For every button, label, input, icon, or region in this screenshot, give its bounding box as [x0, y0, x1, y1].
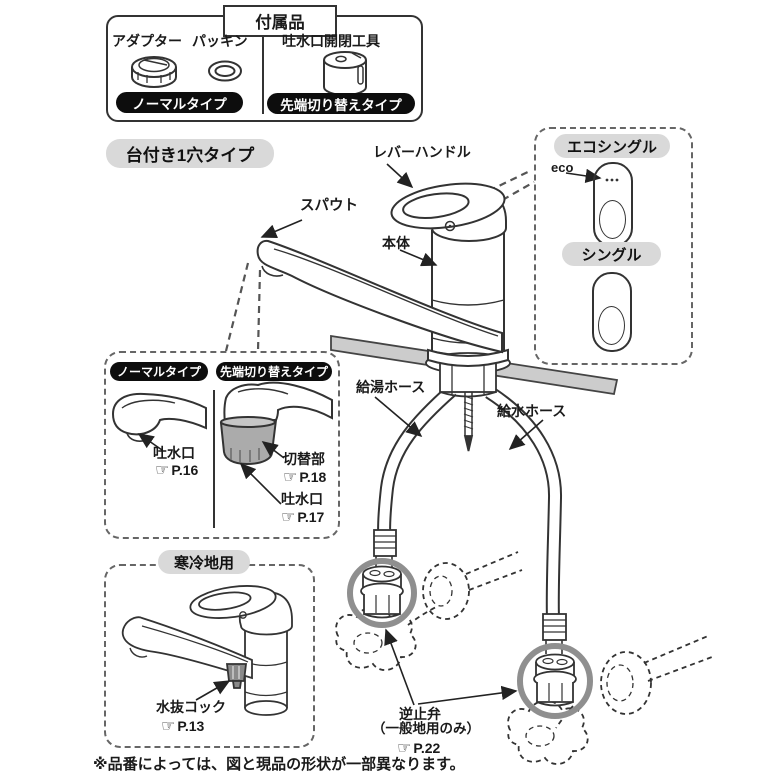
hot-water-hose: [377, 384, 457, 541]
drain-cock-label: 水抜コック: [156, 699, 226, 715]
normal-type-badge: ノーマルタイプ: [116, 92, 243, 113]
check-valve-label: 逆止弁: [399, 706, 441, 722]
handle-type-box: [534, 127, 693, 365]
right-valve-highlight-circle: [517, 643, 593, 719]
lever-handle-label: レバーハンドル: [373, 144, 471, 160]
eco-single-label: エコシングル: [554, 134, 670, 158]
cold-hose-label: 給水ホース: [497, 403, 567, 419]
detail-switch-badge-text: 先端切り替えタイプ: [219, 365, 328, 379]
check-valve-ref: ☞P.22: [397, 738, 440, 758]
body-label: 本体: [382, 235, 410, 251]
page-ref-icon: ☞: [155, 462, 170, 479]
drain-cock-ref-text: P.13: [177, 718, 205, 734]
accessories-divider: [262, 34, 264, 114]
cold-region-box: [104, 564, 315, 748]
eco-single-label-text: エコシングル: [566, 138, 657, 156]
detail-normal-badge: ノーマルタイプ: [110, 362, 208, 381]
detail-connector-lines: [224, 169, 535, 352]
switch-part-ref: ☞P.18: [283, 467, 326, 487]
adapter-illustration: [131, 56, 177, 88]
single-label-text: シングル: [581, 246, 642, 264]
tool-label: 吐水口開閉工具: [282, 33, 380, 49]
packing-label: パッキン: [192, 33, 248, 49]
page-ref-icon: ☞: [281, 509, 296, 526]
left-valve-highlight-circle: [347, 558, 417, 628]
switch-outlet-ref-text: P.17: [297, 509, 325, 525]
deck-type-label-text: 台付き1穴タイプ: [125, 146, 255, 165]
cold-region-label-text: 寒冷地用: [173, 554, 234, 572]
main-faucet-illustration: [256, 182, 509, 367]
spout-label: スパウト: [300, 198, 358, 214]
tool-illustration: [323, 51, 367, 96]
page-ref-icon: ☞: [283, 469, 298, 486]
check-valve-note: （一般地用のみ）: [372, 721, 480, 736]
left-check-valve: [360, 565, 404, 619]
spout-detail-divider: [213, 390, 215, 528]
normal-outlet-ref: ☞P.16: [155, 460, 198, 480]
accessories-title: 付属品: [223, 5, 337, 37]
switch-type-badge: 先端切り替えタイプ: [267, 93, 415, 114]
single-handle-oval: [598, 306, 625, 345]
normal-outlet-ref-text: P.16: [171, 462, 199, 478]
hose-fittings: [373, 529, 567, 654]
accessories-title-text: 付属品: [255, 14, 305, 32]
cold-region-faucet-illustration: [121, 585, 293, 716]
deck-type-label: 台付き1穴タイプ: [106, 139, 274, 168]
switch-part-ref-text: P.18: [299, 469, 327, 485]
label-arrows: [137, 163, 602, 706]
single-label: シングル: [562, 242, 661, 266]
switch-type-badge-text: 先端切り替えタイプ: [280, 97, 402, 113]
detail-switch-badge: 先端切り替えタイプ: [216, 362, 332, 381]
single-handle-illustration: [592, 272, 632, 352]
switch-outlet-label: 吐水口: [281, 491, 323, 507]
page-ref-icon: ☞: [397, 740, 412, 757]
right-check-valve: [533, 653, 577, 707]
switch-outlet-ref: ☞P.17: [281, 507, 324, 527]
normal-outlet-label: 吐水口: [153, 445, 195, 461]
switch-spout-detail: [219, 381, 333, 466]
spout-detail-box: [104, 351, 340, 539]
detail-normal-badge-text: ノーマルタイプ: [116, 365, 201, 379]
water-supply-hose: [485, 386, 563, 619]
packing-illustration: [208, 60, 242, 82]
footnote: ※品番によっては、図と現品の形状が一部異なります。: [93, 756, 465, 773]
adapter-label: アダプター: [112, 33, 182, 49]
check-valve-ref-text: P.22: [413, 740, 441, 756]
eco-single-handle-illustration: [593, 162, 633, 247]
cold-region-label: 寒冷地用: [158, 550, 250, 574]
hot-hose-label: 給湯ホース: [356, 379, 426, 395]
eco-mark-label: eco: [551, 160, 574, 175]
right-stop-valve-dashed: [507, 635, 713, 765]
eco-single-handle-oval: [599, 200, 626, 239]
drain-cock-ref: ☞P.13: [161, 716, 204, 736]
switch-part-label: 切替部: [283, 451, 325, 467]
normal-type-badge-text: ノーマルタイプ: [132, 96, 227, 112]
page-ref-icon: ☞: [161, 718, 176, 735]
